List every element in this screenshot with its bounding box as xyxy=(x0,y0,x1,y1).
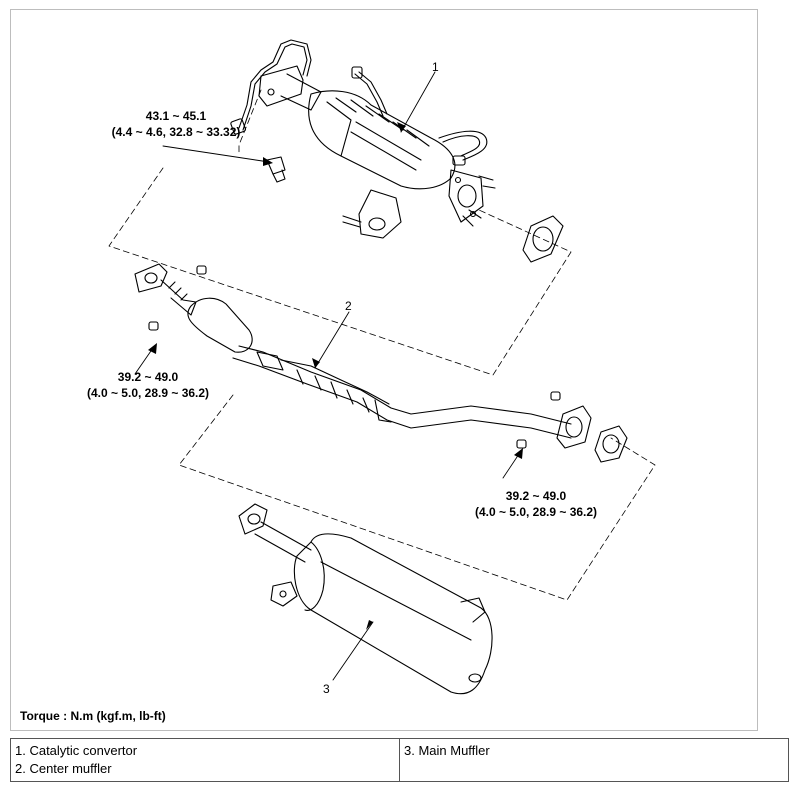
torque-value: 43.1 ~ 45.1 xyxy=(145,109,207,123)
torque-conversion: (4.0 ~ 5.0, 28.9 ~ 36.2) xyxy=(474,505,598,519)
bolt-nuts xyxy=(148,265,561,449)
torque-unit-note: Torque : N.m (kgf.m, lb-ft) xyxy=(20,709,166,723)
leader-arrowheads xyxy=(148,122,523,630)
legend-item-main-muffler: 3. Main Muffler xyxy=(404,743,490,758)
parts-legend-table: 1. Catalytic convertor 2. Center muffler… xyxy=(10,738,789,782)
leader-lines xyxy=(134,71,520,681)
torque-conversion: (4.0 ~ 5.0, 28.9 ~ 36.2) xyxy=(86,386,210,400)
legend-item-center-muffler: 2. Center muffler xyxy=(15,761,112,776)
torque-value: 39.2 ~ 49.0 xyxy=(505,489,567,503)
gasket-top xyxy=(522,215,564,263)
callout-3: 3 xyxy=(323,682,330,696)
assembly-dashed-lines xyxy=(108,89,656,601)
exhaust-drawing xyxy=(108,39,656,695)
legend-item-catalytic-convertor: 1. Catalytic convertor xyxy=(15,743,138,758)
exhaust-system-diagram: 43.1 ~ 45.1 (4.4 ~ 4.6, 32.8 ~ 33.32) 39… xyxy=(10,9,758,731)
torque-conversion: (4.4 ~ 4.6, 32.8 ~ 33.32) xyxy=(111,125,241,139)
callout-1: 1 xyxy=(432,60,439,74)
torque-label-center-muffler: 39.2 ~ 49.0 (4.0 ~ 5.0, 28.9 ~ 36.2) xyxy=(43,369,253,401)
catalytic-converter xyxy=(230,39,496,239)
torque-value: 39.2 ~ 49.0 xyxy=(117,370,179,384)
main-muffler xyxy=(238,503,493,695)
callout-2: 2 xyxy=(345,299,352,313)
legend-right-cell: 3. Main Muffler xyxy=(399,738,789,782)
torque-label-catalytic: 43.1 ~ 45.1 (4.4 ~ 4.6, 32.8 ~ 33.32) xyxy=(61,108,291,140)
gasket-middle xyxy=(594,425,628,463)
center-muffler xyxy=(134,263,592,449)
legend-left-cell: 1. Catalytic convertor 2. Center muffler xyxy=(10,738,400,782)
torque-label-outlet-flange: 39.2 ~ 49.0 (4.0 ~ 5.0, 28.9 ~ 36.2) xyxy=(431,488,641,520)
